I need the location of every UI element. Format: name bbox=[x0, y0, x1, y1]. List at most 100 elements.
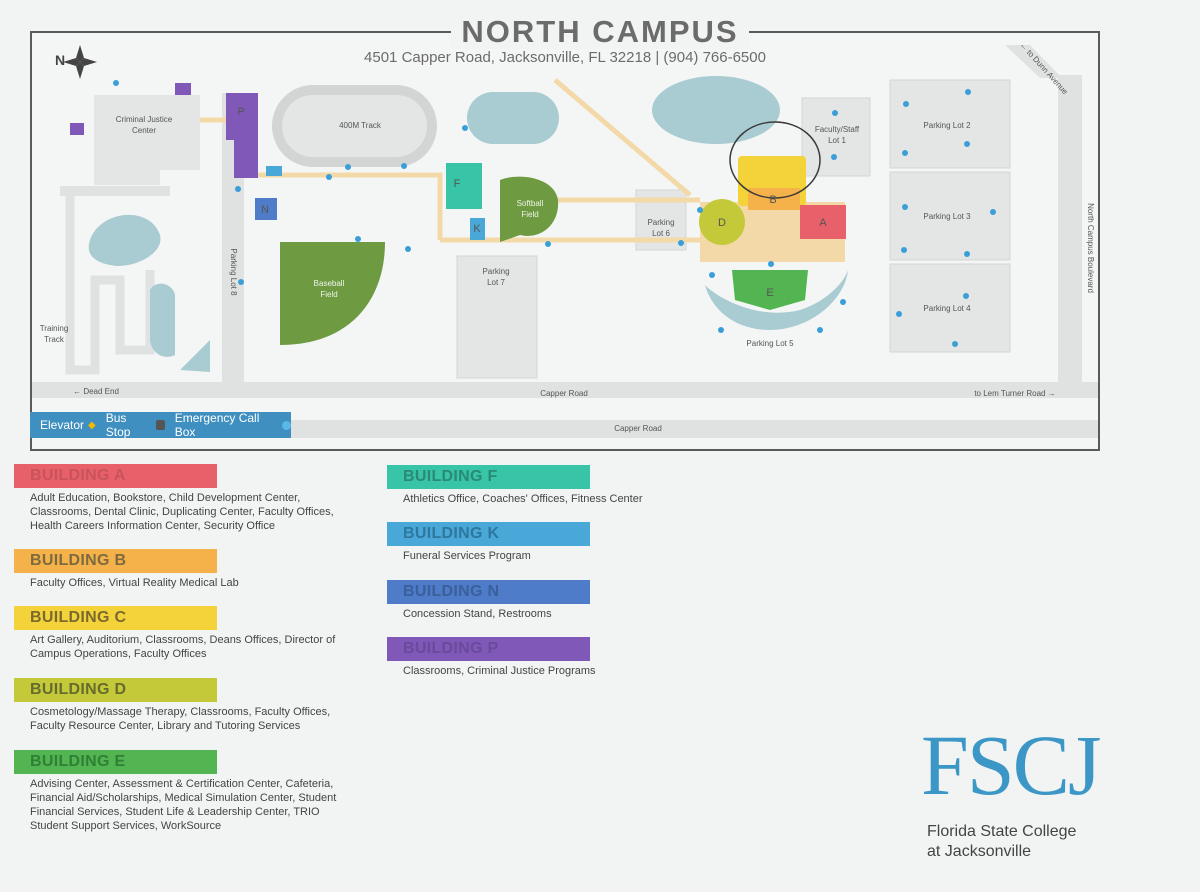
building-title: BUILDING D bbox=[14, 678, 217, 702]
parking-lot-7-label-1: Parking bbox=[482, 267, 509, 276]
building-entry: BUILDING D Cosmetology/Massage Therapy, C… bbox=[14, 678, 330, 733]
building-description-line: Advising Center, Assessment & Certificat… bbox=[30, 778, 334, 790]
training-track-label-1: Training bbox=[40, 324, 69, 333]
parking-lot-7-label-2: Lot 7 bbox=[487, 278, 505, 287]
building-description-line: Adult Education, Bookstore, Child Develo… bbox=[30, 492, 301, 504]
building-description-line: Financial Services, Student Life & Leade… bbox=[30, 806, 320, 818]
dunn-avenue-road bbox=[1005, 45, 1062, 78]
college-name-line-2: at Jacksonville bbox=[927, 843, 1032, 860]
capper-road-upper bbox=[32, 382, 1098, 398]
baseball-label-1: Baseball bbox=[314, 279, 345, 288]
baseball-label-2: Field bbox=[320, 290, 337, 299]
building-entry: BUILDING C Art Gallery, Auditorium, Class… bbox=[14, 606, 335, 661]
building-description: Classrooms, Criminal Justice Programs bbox=[387, 664, 743, 678]
compass-icon bbox=[63, 45, 97, 79]
bus-icon bbox=[156, 420, 165, 430]
building-entry: BUILDING A Adult Education, Bookstore, Ch… bbox=[14, 464, 334, 533]
softball-label-2: Field bbox=[521, 210, 538, 219]
building-description: Adult Education, Bookstore, Child Develo… bbox=[14, 491, 370, 533]
building-description: Funeral Services Program bbox=[387, 549, 743, 563]
building-description-line: Faculty Offices, Virtual Reality Medical… bbox=[30, 577, 239, 589]
building-title: BUILDING P bbox=[387, 637, 590, 661]
building-title: BUILDING E bbox=[14, 750, 217, 774]
bus-stop-label: Bus Stop bbox=[105, 411, 131, 439]
building-description: Concession Stand, Restrooms bbox=[387, 607, 743, 621]
fscj-logo: FSCJ bbox=[921, 717, 1101, 813]
elevator-label: Elevator bbox=[40, 418, 85, 432]
lem-turner-label: to Lem Turner Road → bbox=[974, 389, 1055, 398]
parking-lot-4-area bbox=[889, 263, 1011, 353]
training-track-top bbox=[60, 186, 170, 196]
purple-small-2 bbox=[70, 123, 84, 135]
parking-lot-2-area bbox=[889, 79, 1011, 169]
building-b-shape bbox=[748, 188, 800, 210]
college-name-line-1: Florida State College bbox=[927, 823, 1077, 840]
building-description: Athletics Office, Coaches' Offices, Fitn… bbox=[387, 492, 743, 506]
building-description-line: Campus Operations, Faculty Offices bbox=[30, 648, 207, 660]
faculty-lot-1-label-1: Faculty/Staff bbox=[815, 125, 860, 134]
building-p-letter: P bbox=[237, 106, 244, 118]
parking-lot-6-label-2: Lot 6 bbox=[652, 229, 670, 238]
parking-lot-3-area bbox=[889, 171, 1011, 261]
building-title: BUILDING A bbox=[14, 464, 217, 488]
building-description-line: Health Careers Information Center, Secur… bbox=[30, 520, 275, 532]
building-b-letter: B bbox=[769, 194, 776, 206]
capper-road-lower bbox=[32, 420, 1098, 438]
building-title: BUILDING C bbox=[14, 606, 217, 630]
softball-label-1: Softball bbox=[517, 199, 544, 208]
parking-lot-4-label: Parking Lot 4 bbox=[923, 304, 971, 313]
building-description: Advising Center, Assessment & Certificat… bbox=[14, 777, 370, 833]
building-n-shape bbox=[255, 198, 277, 220]
building-p-shape bbox=[226, 93, 258, 178]
capper-road-label-2: Capper Road bbox=[614, 424, 662, 433]
elevator-icon: ◆ bbox=[88, 419, 96, 431]
building-f-letter: F bbox=[454, 178, 461, 190]
building-title: BUILDING B bbox=[14, 549, 217, 573]
north-campus-boulevard-road bbox=[1058, 75, 1082, 385]
track-label: 400M Track bbox=[339, 121, 382, 130]
parking-lot-6-label-1: Parking bbox=[647, 218, 674, 227]
building-n-letter: N bbox=[261, 204, 269, 216]
400m-track bbox=[272, 85, 437, 167]
water-features bbox=[88, 76, 848, 372]
hand-drawn-circle bbox=[729, 121, 821, 199]
building-k-letter: K bbox=[473, 223, 481, 235]
call-box-label: Emergency Call Box bbox=[174, 411, 260, 439]
building-title: BUILDING N bbox=[387, 580, 590, 604]
building-description: Cosmetology/Massage Therapy, Classrooms,… bbox=[14, 705, 370, 733]
capper-road-label-1: Capper Road bbox=[540, 389, 588, 398]
building-f-shape bbox=[446, 163, 482, 209]
parking-lot-7-area bbox=[456, 255, 538, 379]
building-description-line: Athletics Office, Coaches' Offices, Fitn… bbox=[403, 493, 643, 505]
building-k-shape bbox=[470, 218, 485, 240]
building-description-line: Faculty Resource Center, Library and Tut… bbox=[30, 720, 301, 732]
building-d-shape bbox=[699, 199, 745, 245]
map-legend: Elevator◆ Bus Stop Emergency Call Box bbox=[30, 411, 291, 439]
building-a-shape bbox=[800, 205, 846, 239]
emergency-call-box-markers bbox=[113, 80, 996, 347]
campus-address: 4501 Capper Road, Jacksonville, FL 32218… bbox=[0, 49, 1130, 66]
building-description-line: Cosmetology/Massage Therapy, Classrooms,… bbox=[30, 706, 331, 718]
roads bbox=[32, 45, 1098, 438]
call-box-icon bbox=[282, 420, 291, 430]
criminal-justice-label-2: Center bbox=[132, 126, 156, 135]
blue-small bbox=[266, 166, 282, 176]
college-name: Florida State College at Jacksonville bbox=[927, 822, 1076, 862]
softball-field-shape bbox=[500, 176, 559, 242]
page-title: NORTH CAMPUS bbox=[0, 14, 1200, 50]
building-description-line: Art Gallery, Auditorium, Classrooms, Dea… bbox=[30, 634, 336, 646]
criminal-justice-label-1: Criminal Justice bbox=[116, 115, 173, 124]
criminal-justice-center-area bbox=[94, 95, 200, 185]
building-description-line: Student Support Services, WorkSource bbox=[30, 820, 222, 832]
building-title: BUILDING K bbox=[387, 522, 590, 546]
baseball-field-shape bbox=[280, 242, 385, 345]
parking-lot-5-label: Parking Lot 5 bbox=[746, 339, 794, 348]
training-track-path bbox=[65, 190, 155, 375]
building-description: Art Gallery, Auditorium, Classrooms, Dea… bbox=[14, 633, 370, 661]
building-e-letter: E bbox=[766, 287, 773, 299]
